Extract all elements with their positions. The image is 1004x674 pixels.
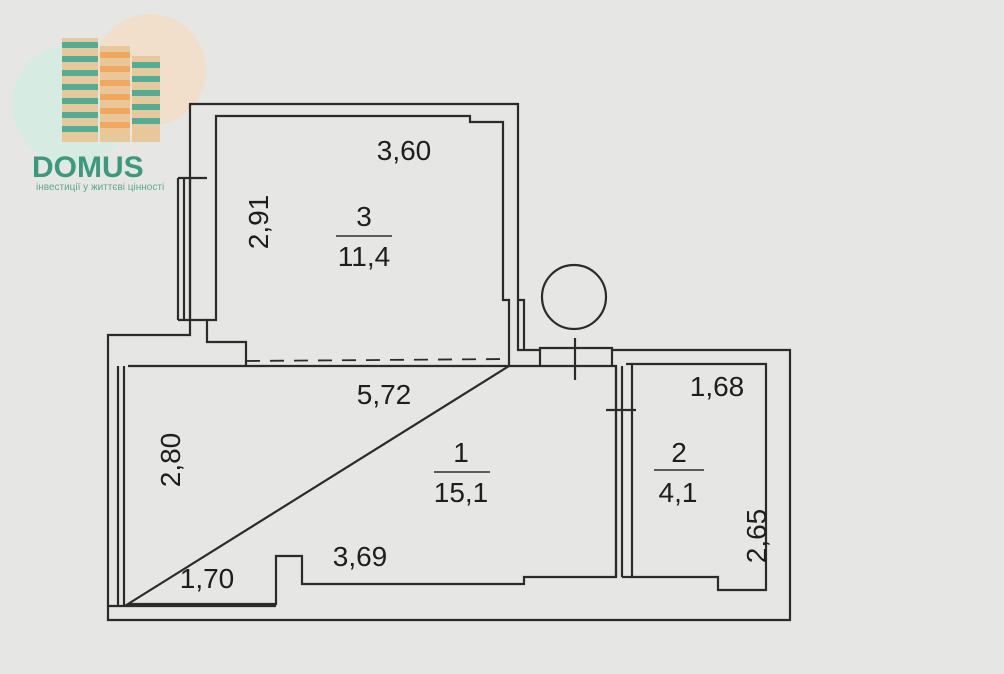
logo-buildings-icon [62, 38, 160, 142]
ventilation-shaft-icon [540, 263, 608, 331]
room-2-label: 1,68 2 4,1 2,65 [654, 371, 772, 563]
plan-walls [106, 102, 792, 622]
room3-dim-side: 2,91 [243, 195, 274, 250]
room3-area: 11,4 [338, 241, 390, 272]
room2-dim-top: 1,68 [690, 371, 745, 402]
room3-dim-top: 3,60 [377, 135, 432, 166]
room-1-label: 5,72 2,80 1 15,1 1,70 3,69 [155, 379, 490, 594]
room1-number: 1 [453, 437, 469, 468]
room3-number: 3 [356, 201, 372, 232]
room2-number: 2 [671, 437, 687, 468]
outer-wall-outline [106, 102, 792, 622]
room1-dim-side: 2,80 [155, 433, 186, 488]
logo-tagline: інвестиції у життєві цінності [36, 182, 164, 193]
room1-area: 15,1 [434, 477, 489, 508]
zone-divider-dashed [245, 358, 511, 362]
vent-notch [518, 298, 526, 350]
room2-dim-side: 2,65 [741, 509, 772, 564]
room-3-label: 3,60 2,91 3 11,4 [243, 135, 431, 272]
room1-dim-top: 5,72 [357, 379, 412, 410]
room1-dim-bottom-left: 1,70 [180, 563, 235, 594]
room3-window [176, 176, 207, 322]
logo-brand-text: DOMUS [32, 151, 144, 184]
room2-area: 4,1 [659, 477, 698, 508]
domus-logo: DOMUS інвестиції у життєві цінності [12, 14, 206, 193]
room1-dim-bottom-right: 3,69 [333, 541, 388, 572]
